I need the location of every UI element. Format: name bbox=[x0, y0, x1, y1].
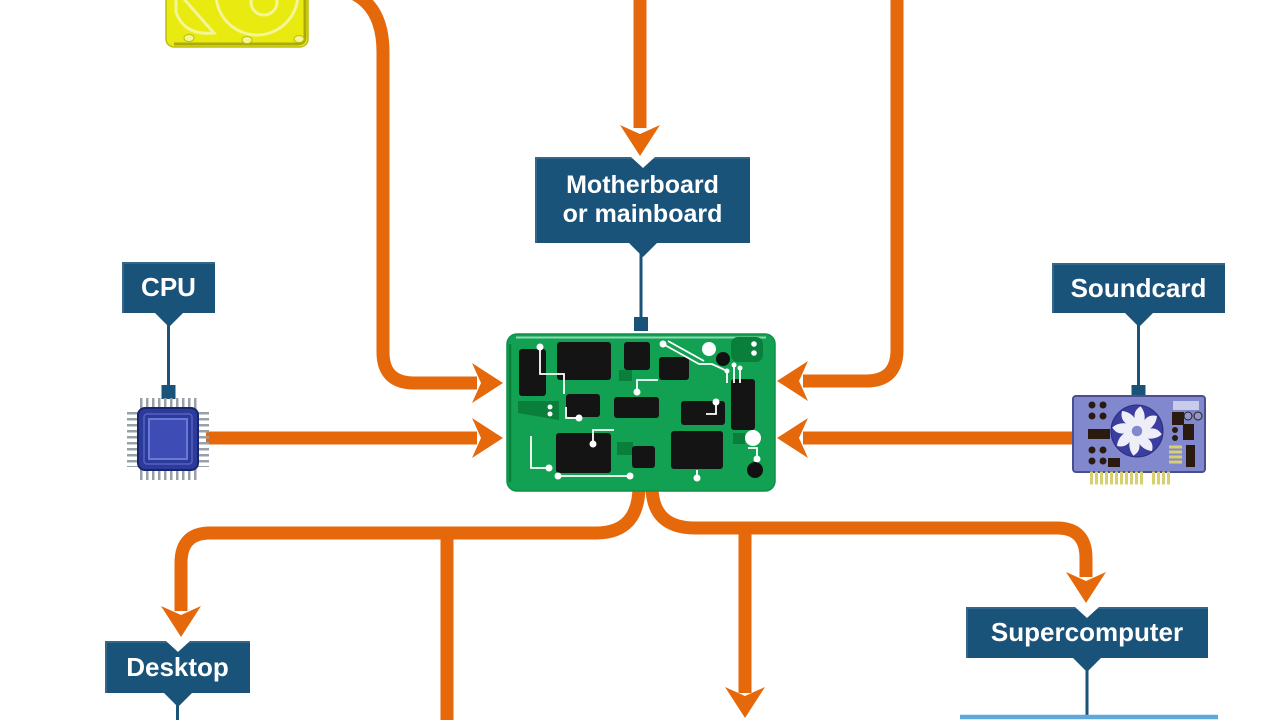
cpu-chip-icon bbox=[127, 398, 209, 480]
board-chips bbox=[519, 342, 755, 473]
desktop-label-text: Desktop bbox=[126, 651, 229, 682]
motherboard-label-text: Motherboard or mainboard bbox=[562, 171, 723, 228]
desktop-label-pointer bbox=[163, 693, 192, 707]
soundcard-label-text: Soundcard bbox=[1070, 272, 1207, 303]
board-traces bbox=[530, 340, 758, 477]
supercomputer-label-notch bbox=[1075, 607, 1099, 618]
hard-drive-icon bbox=[165, 0, 309, 48]
connector-lines bbox=[167, 250, 1140, 720]
soundcard-fan bbox=[1110, 404, 1164, 458]
arrow-motherboard-to-supercomputer bbox=[645, 485, 1093, 577]
soundcard-label: Soundcard bbox=[1052, 263, 1225, 327]
supercomputer-label: Supercomputer bbox=[966, 607, 1208, 672]
motherboard-image bbox=[506, 333, 776, 492]
arrow-top-right-to-motherboard bbox=[803, 0, 904, 388]
motherboard-label: Motherboard or mainboard bbox=[535, 157, 750, 257]
soundcard-icon bbox=[1072, 395, 1206, 485]
arrow-motherboard-to-desktop bbox=[174, 485, 646, 611]
supercomputer-label-text: Supercomputer bbox=[990, 617, 1184, 648]
desktop-label-notch bbox=[165, 641, 190, 652]
desktop-label: Desktop bbox=[105, 641, 250, 707]
soundcard-label-pointer bbox=[1124, 313, 1153, 327]
motherboard-label-notch bbox=[630, 157, 655, 168]
board-vias bbox=[536, 340, 761, 482]
motherboard-label-pointer bbox=[628, 243, 657, 257]
arrow-layer bbox=[174, 0, 1093, 720]
soundcard-components bbox=[1088, 401, 1195, 467]
cpu-label-pointer bbox=[154, 313, 183, 327]
arrow-harddrive-to-motherboard bbox=[351, 0, 477, 390]
supercomputer-label-pointer bbox=[1073, 658, 1101, 672]
cpu-label: CPU bbox=[122, 262, 215, 327]
cpu-label-text: CPU bbox=[141, 272, 196, 303]
